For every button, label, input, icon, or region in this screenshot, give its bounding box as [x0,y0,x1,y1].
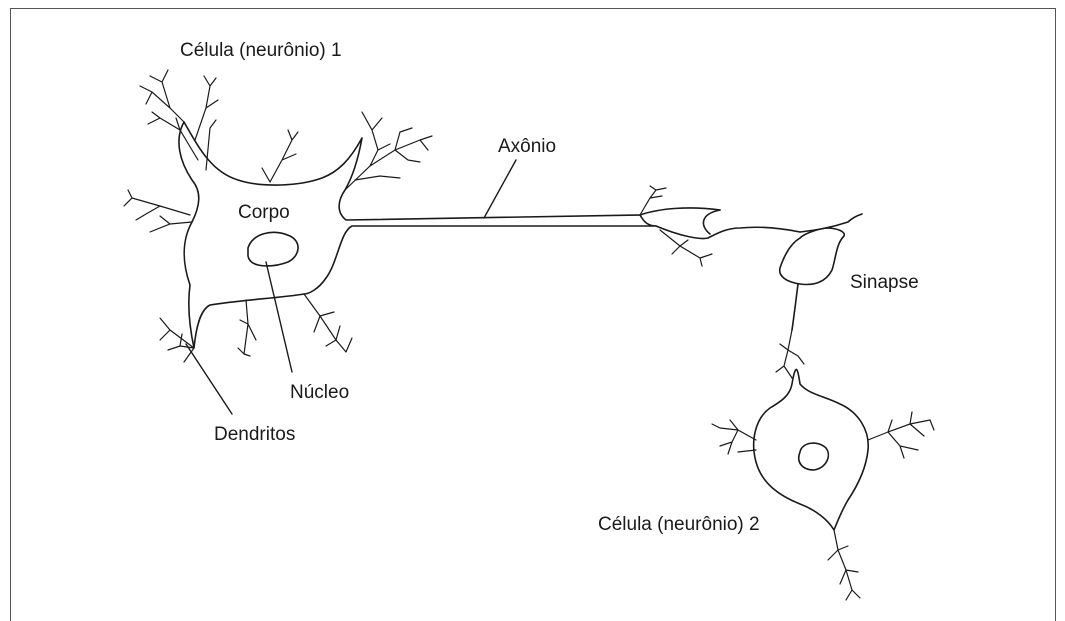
label-axon: Axônio [498,136,556,157]
leader-dendrites [186,344,232,414]
label-dendrites: Dendritos [214,424,295,445]
label-cell-2: Célula (neurônio) 2 [598,514,760,535]
synapse-bulb [780,228,845,284]
label-nucleus: Núcleo [290,382,349,403]
neuron-1-nucleus [248,232,298,266]
label-cell-1: Célula (neurônio) 1 [180,40,342,61]
label-synapse: Sinapse [850,272,919,293]
leader-nucleus [266,262,292,372]
neuron-1-axon-end [703,210,720,234]
neuron-2-nucleus [799,443,829,470]
leader-axon [484,160,516,218]
neuron-2-cell-body [754,370,869,530]
neuron-2 [712,330,934,600]
leader-lines [186,160,516,414]
labels: Célula (neurônio) 1 Axônio Corpo Sinapse… [180,40,919,535]
neuron-1-axon-terminal [656,226,800,239]
label-body: Corpo [238,202,290,223]
neuron-1-cell-body [179,122,656,348]
neuron-1 [179,122,800,348]
